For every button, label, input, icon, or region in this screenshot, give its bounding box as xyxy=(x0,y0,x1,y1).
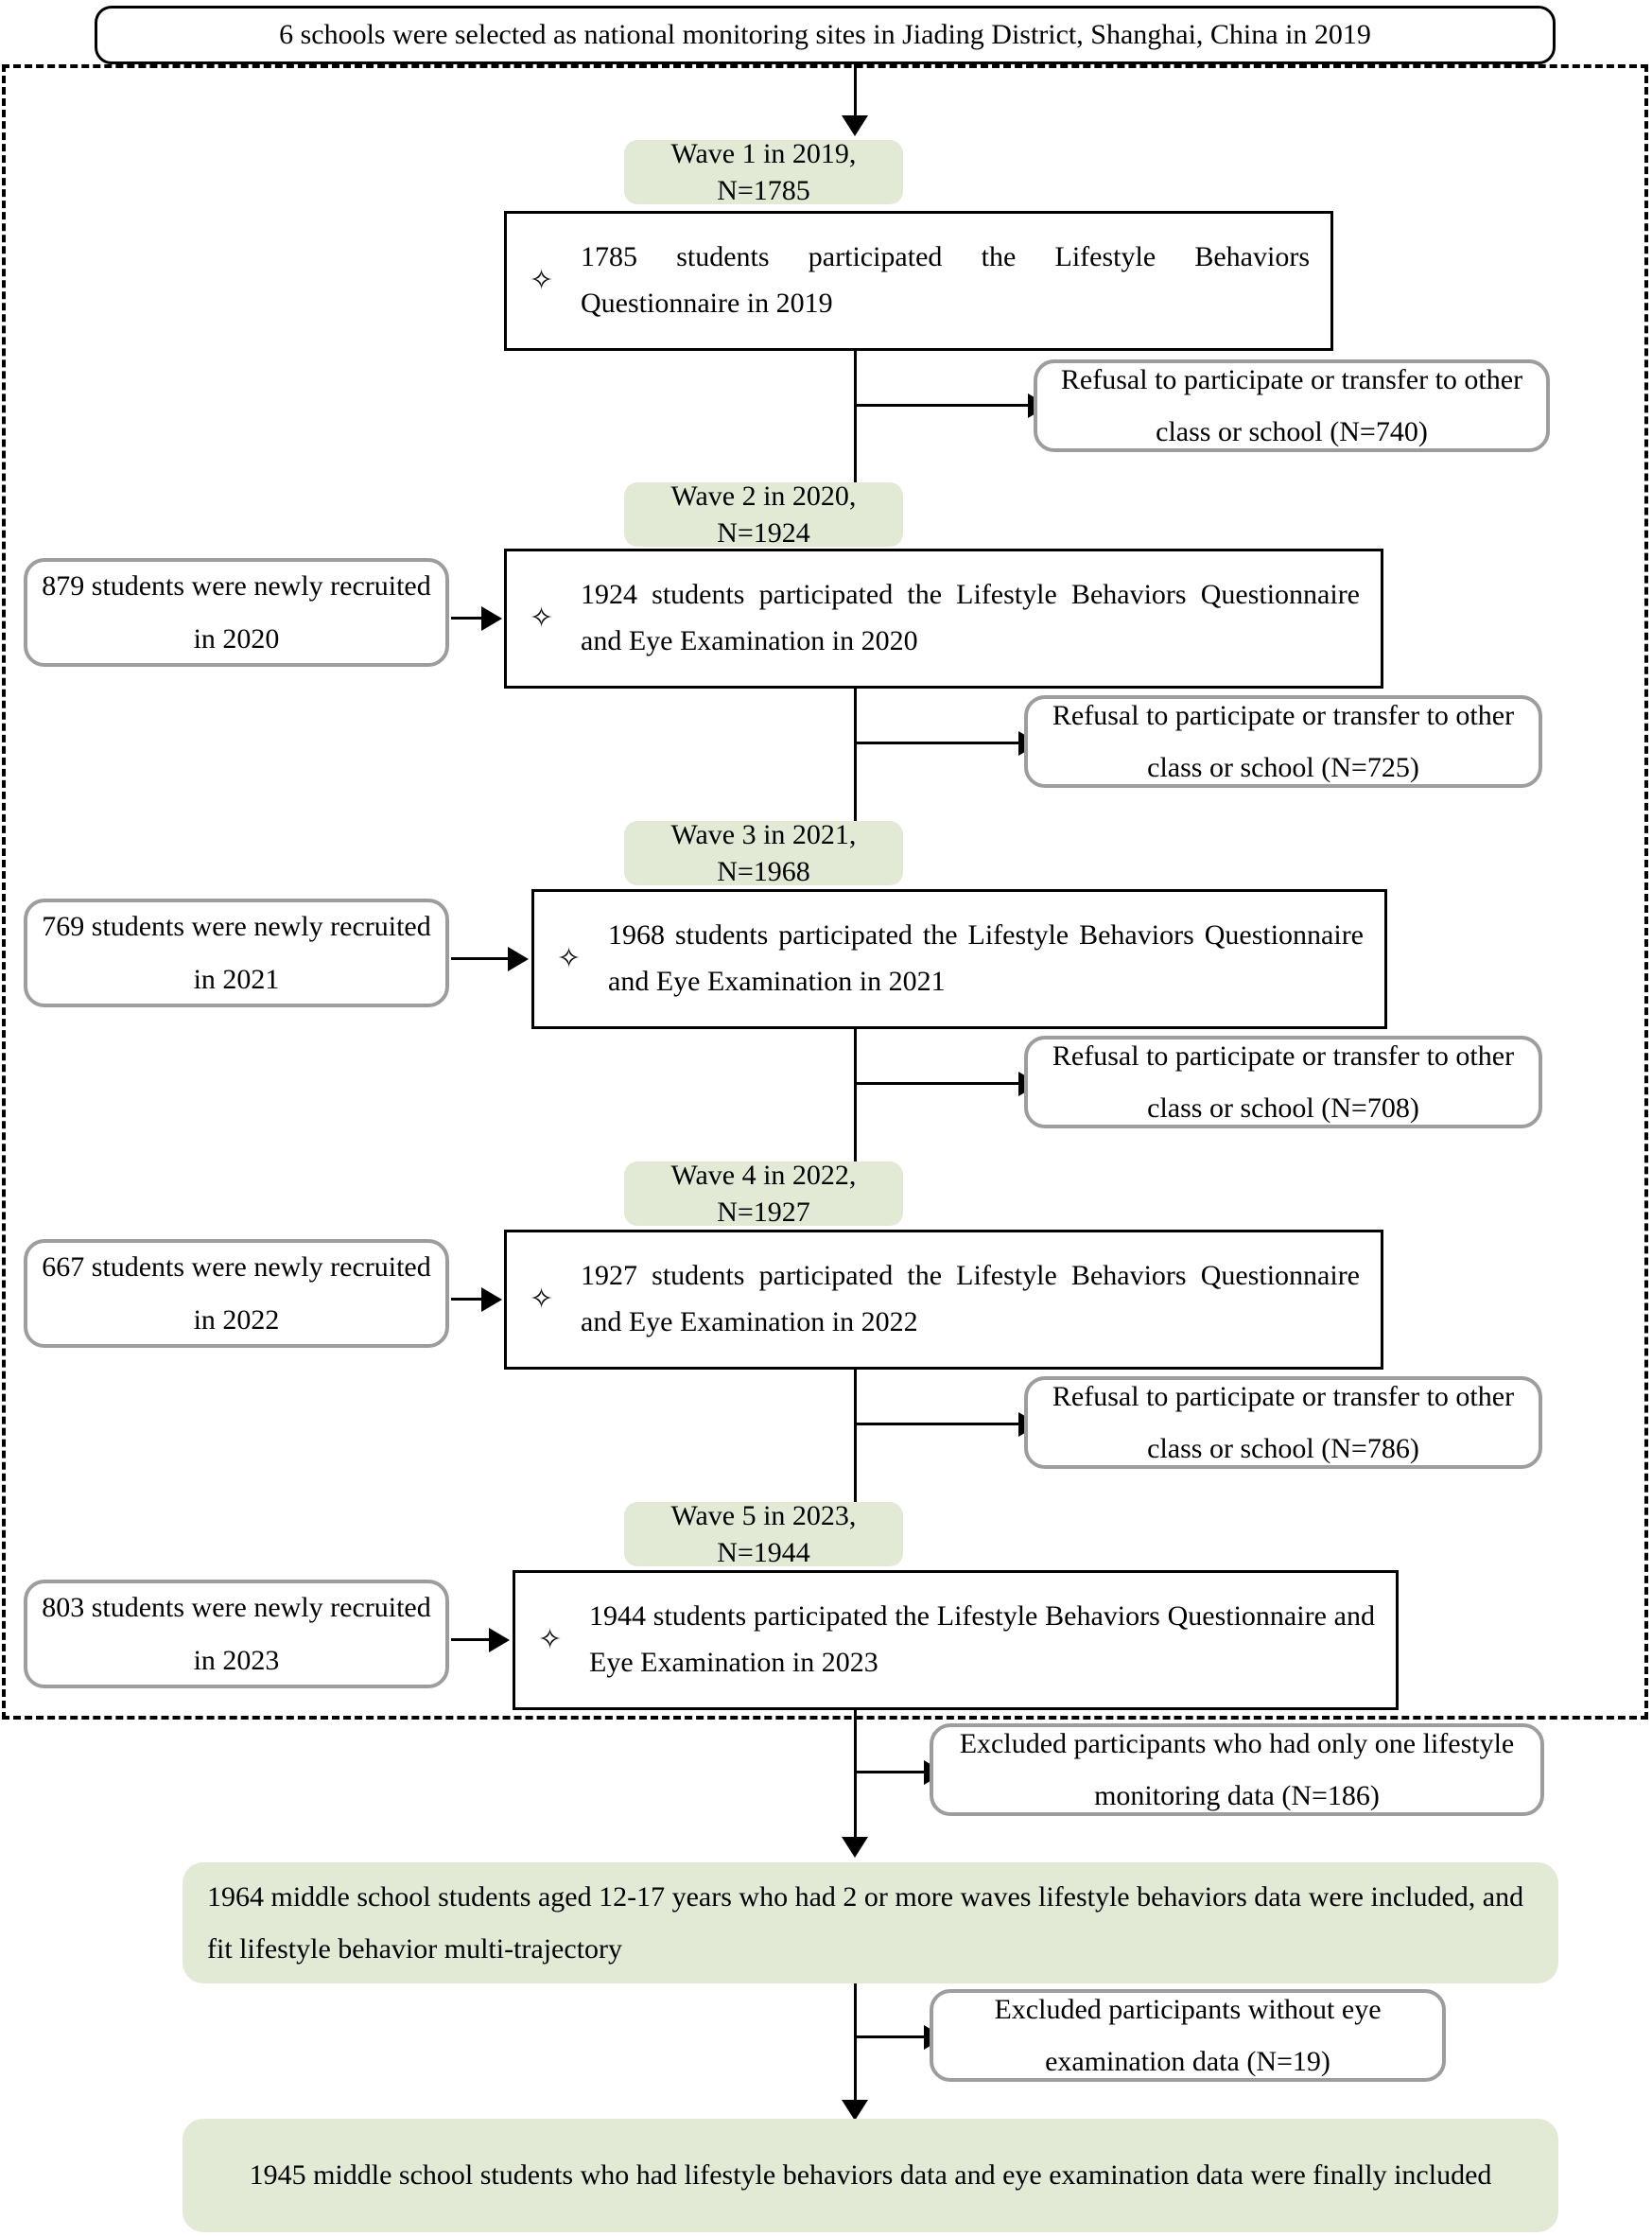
recruit-text-2: 879 students were newly recruited in 202… xyxy=(42,570,431,655)
arrowhead-header-to-wave1 xyxy=(842,115,868,136)
connector-wave4-down xyxy=(854,1370,857,1510)
included-text-2: 1945 middle school students who had life… xyxy=(249,2159,1492,2192)
recruit-box-2: 879 students were newly recruited in 202… xyxy=(24,558,449,667)
connector-wave4-to-exclusion xyxy=(854,1423,1020,1425)
wave-label-2: Wave 2 in 2020, N=1924 xyxy=(624,480,903,549)
connector-recruit2-to-wave2 xyxy=(451,617,483,620)
recruit-box-5: 803 students were newly recruited in 202… xyxy=(24,1580,449,1688)
arrowhead-recruit3-to-wave3 xyxy=(508,947,529,971)
exclusion-box-2: Refusal to participate or transfer to ot… xyxy=(1024,695,1542,788)
wave-label-5-text: Wave 5 in 2023, N=1944 xyxy=(670,1500,857,1568)
connector-header-to-wave1 xyxy=(854,64,857,119)
recruit-text-4: 667 students were newly recruited in 202… xyxy=(42,1251,431,1336)
exclusion-text-1: Refusal to participate or transfer to ot… xyxy=(1060,363,1523,448)
diamond-star-icon: ✧ xyxy=(530,265,554,296)
wave-main-box-1: ✧ 1785 students participated the Lifesty… xyxy=(504,211,1333,351)
arrowhead-recruit4-to-wave4 xyxy=(481,1287,502,1312)
wave-main-box-4: ✧ 1927 students participated the Lifesty… xyxy=(504,1230,1383,1370)
exclusion-box-1: Refusal to participate or transfer to ot… xyxy=(1034,359,1550,452)
wave-label-3-text: Wave 3 in 2021, N=1968 xyxy=(670,819,857,887)
connector-wave3-to-exclusion xyxy=(854,1082,1020,1085)
exclusion-text-final-1: Excluded participants who had only one l… xyxy=(959,1727,1515,1812)
connector-wave1-down xyxy=(854,351,857,490)
connector-wave5-to-exclusion-final xyxy=(854,1771,926,1773)
wave-main-box-5: ✧ 1944 students participated the Lifesty… xyxy=(513,1570,1399,1710)
exclusion-box-final-2: Excluded participants without eye examin… xyxy=(930,1989,1446,2082)
wave-label-2-text: Wave 2 in 2020, N=1924 xyxy=(670,480,857,549)
wave-label-4-text: Wave 4 in 2022, N=1927 xyxy=(670,1160,857,1228)
included-box-2: 1945 middle school students who had life… xyxy=(183,2119,1558,2232)
recruit-box-3: 769 students were newly recruited in 202… xyxy=(24,899,449,1007)
included-text-1: 1964 middle school students aged 12-17 y… xyxy=(207,1880,1524,1965)
connector-wave2-down xyxy=(854,689,857,829)
wave-label-1: Wave 1 in 2019, N=1785 xyxy=(624,138,903,206)
diamond-star-icon: ✧ xyxy=(538,1624,563,1655)
exclusion-box-final-1: Excluded participants who had only one l… xyxy=(930,1723,1544,1816)
header-text: 6 schools were selected as national moni… xyxy=(279,18,1371,50)
header-box: 6 schools were selected as national moni… xyxy=(95,6,1556,64)
diamond-star-icon: ✧ xyxy=(530,1284,554,1315)
included-box-1: 1964 middle school students aged 12-17 y… xyxy=(183,1862,1558,1983)
wave-main-text-1: 1785 students participated the Lifestyle… xyxy=(581,241,1310,319)
wave-label-3: Wave 3 in 2021, N=1968 xyxy=(624,819,903,887)
wave-main-text-4: 1927 students participated the Lifestyle… xyxy=(581,1260,1360,1337)
exclusion-box-4: Refusal to participate or transfer to ot… xyxy=(1024,1376,1542,1469)
exclusion-box-3: Refusal to participate or transfer to ot… xyxy=(1024,1036,1542,1128)
connector-wave1-to-exclusion xyxy=(854,404,1030,407)
wave-label-5: Wave 5 in 2023, N=1944 xyxy=(624,1500,903,1568)
wave-main-text-3: 1968 students participated the Lifestyle… xyxy=(608,919,1364,997)
recruit-box-4: 667 students were newly recruited in 202… xyxy=(24,1239,449,1348)
connector-recruit4-to-wave4 xyxy=(451,1298,483,1301)
wave-main-box-2: ✧ 1924 students participated the Lifesty… xyxy=(504,549,1383,689)
diamond-star-icon: ✧ xyxy=(530,603,554,634)
wave-label-1-text: Wave 1 in 2019, N=1785 xyxy=(670,138,857,206)
connector-recruit3-to-wave3 xyxy=(451,957,510,960)
arrowhead-recruit5-to-wave5 xyxy=(489,1628,510,1652)
connector-included1-down xyxy=(854,1983,857,2106)
wave-label-4: Wave 4 in 2022, N=1927 xyxy=(624,1160,903,1228)
recruit-text-5: 803 students were newly recruited in 202… xyxy=(42,1592,431,1676)
exclusion-text-4: Refusal to participate or transfer to ot… xyxy=(1052,1380,1515,1465)
exclusion-text-3: Refusal to participate or transfer to ot… xyxy=(1052,1039,1515,1125)
wave-main-text-5: 1944 students participated the Lifestyle… xyxy=(589,1600,1375,1678)
connector-wave5-down xyxy=(854,1710,857,1843)
arrowhead-to-included-2 xyxy=(842,2100,868,2121)
diamond-star-icon: ✧ xyxy=(557,943,582,974)
exclusion-text-2: Refusal to participate or transfer to ot… xyxy=(1052,699,1515,784)
connector-to-exclusion-final-2 xyxy=(854,2035,926,2038)
recruit-text-3: 769 students were newly recruited in 202… xyxy=(42,911,431,995)
connector-wave2-to-exclusion xyxy=(854,742,1020,744)
arrowhead-to-included-1 xyxy=(842,1837,868,1858)
wave-main-box-3: ✧ 1968 students participated the Lifesty… xyxy=(531,889,1387,1029)
connector-wave3-down xyxy=(854,1029,857,1169)
connector-recruit5-to-wave5 xyxy=(451,1638,491,1641)
arrowhead-recruit2-to-wave2 xyxy=(481,606,502,631)
exclusion-text-final-2: Excluded participants without eye examin… xyxy=(994,1993,1382,2078)
wave-main-text-2: 1924 students participated the Lifestyle… xyxy=(581,579,1360,656)
